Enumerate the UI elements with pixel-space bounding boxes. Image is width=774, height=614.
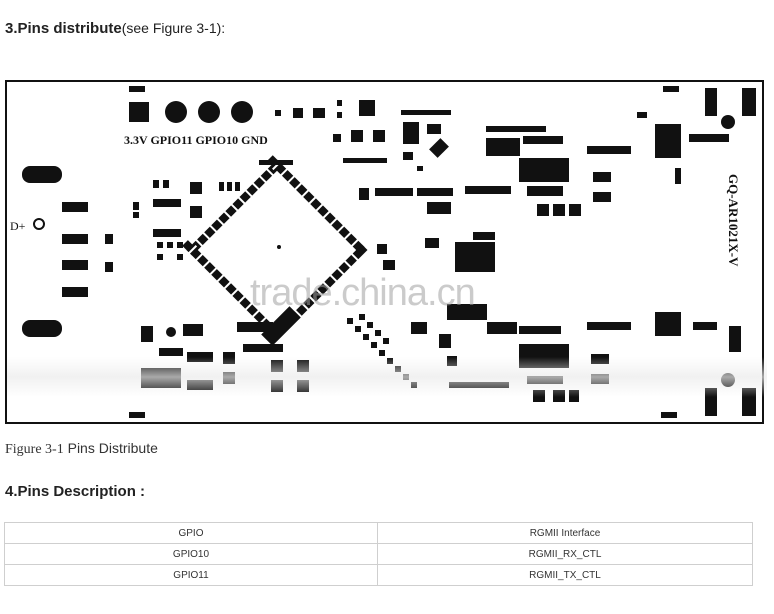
table-cell: GPIO11 [4, 564, 378, 586]
pins-description-table: GPIO RGMII Interface GPIO10 RGMII_RX_CTL… [4, 522, 753, 586]
table-cell: GPIO10 [4, 543, 378, 565]
silk-top-label: 3.3V GPIO11 GPIO10 GND [124, 133, 268, 147]
table-cell: RGMII_RX_CTL [377, 543, 753, 565]
section-4-heading: 4.Pins Description : [5, 483, 146, 500]
figure-caption: Figure 3-1 Pins Distribute [5, 440, 158, 458]
table-cell: GPIO [4, 522, 378, 544]
figure-caption-text: Pins Distribute [63, 440, 158, 456]
table-cell: RGMII_TX_CTL [377, 564, 753, 586]
table-cell: RGMII Interface [377, 522, 753, 544]
section-3-title: 3.Pins distribute [5, 20, 122, 37]
silk-side-label: GQ-AR1021X-V [726, 174, 741, 267]
watermark-band [7, 357, 767, 397]
table-row: GPIO11 RGMII_TX_CTL [4, 564, 753, 586]
pcb-layout-figure: 3.3V GPIO11 GPIO10 GND D+ [5, 80, 767, 424]
figure-number: Figure 3-1 [5, 442, 64, 457]
section-3-reference: (see Figure 3-1): [121, 20, 226, 36]
section-3-heading: 3.Pins distribute(see Figure 3-1): [5, 20, 225, 37]
watermark: trade.china.cn [250, 272, 476, 314]
table-row: GPIO10 RGMII_RX_CTL [4, 543, 753, 565]
table-row: GPIO RGMII Interface [4, 522, 753, 544]
silk-dplus-label: D+ [10, 219, 26, 233]
